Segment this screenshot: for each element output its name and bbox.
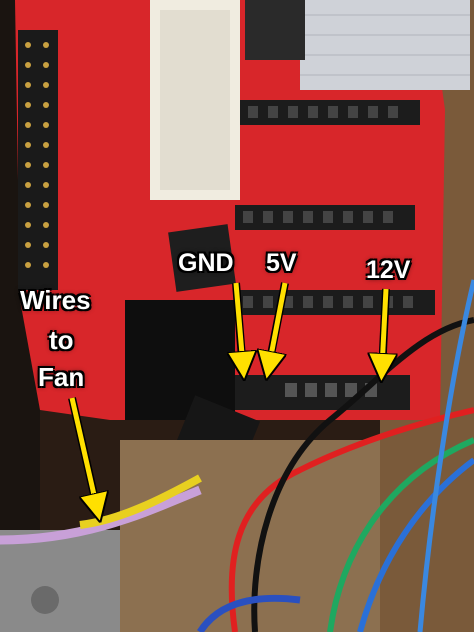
wire-purple bbox=[0, 485, 202, 545]
arrow-5v bbox=[269, 282, 288, 366]
arrow-wires bbox=[69, 397, 97, 508]
wire-red bbox=[228, 407, 474, 632]
arrow-gnd bbox=[236, 282, 243, 366]
label-5v: 5V bbox=[266, 249, 297, 277]
wire-blue-bottom bbox=[197, 594, 301, 632]
metal-bracket bbox=[0, 530, 120, 632]
top-component bbox=[245, 0, 305, 60]
label-12v: 12V bbox=[366, 256, 411, 284]
header-row-3 bbox=[235, 290, 435, 315]
arrow-12v bbox=[382, 288, 386, 368]
fan-header bbox=[235, 375, 410, 410]
gpio-header-left bbox=[18, 30, 58, 290]
label-fan: Fan bbox=[38, 362, 85, 392]
label-to: to bbox=[49, 325, 74, 355]
bracket-screw bbox=[31, 586, 59, 614]
wire-blue-right bbox=[417, 279, 474, 632]
header-row-1 bbox=[240, 100, 420, 125]
connector-block bbox=[125, 300, 235, 420]
wire-blue bbox=[357, 457, 474, 632]
ribbon-cable bbox=[300, 0, 470, 90]
header-row-2 bbox=[235, 205, 415, 230]
wire-black bbox=[251, 317, 474, 632]
label-wires: Wires bbox=[20, 285, 91, 315]
label-gnd: GND bbox=[178, 249, 234, 277]
microcontroller-chip bbox=[168, 224, 236, 292]
